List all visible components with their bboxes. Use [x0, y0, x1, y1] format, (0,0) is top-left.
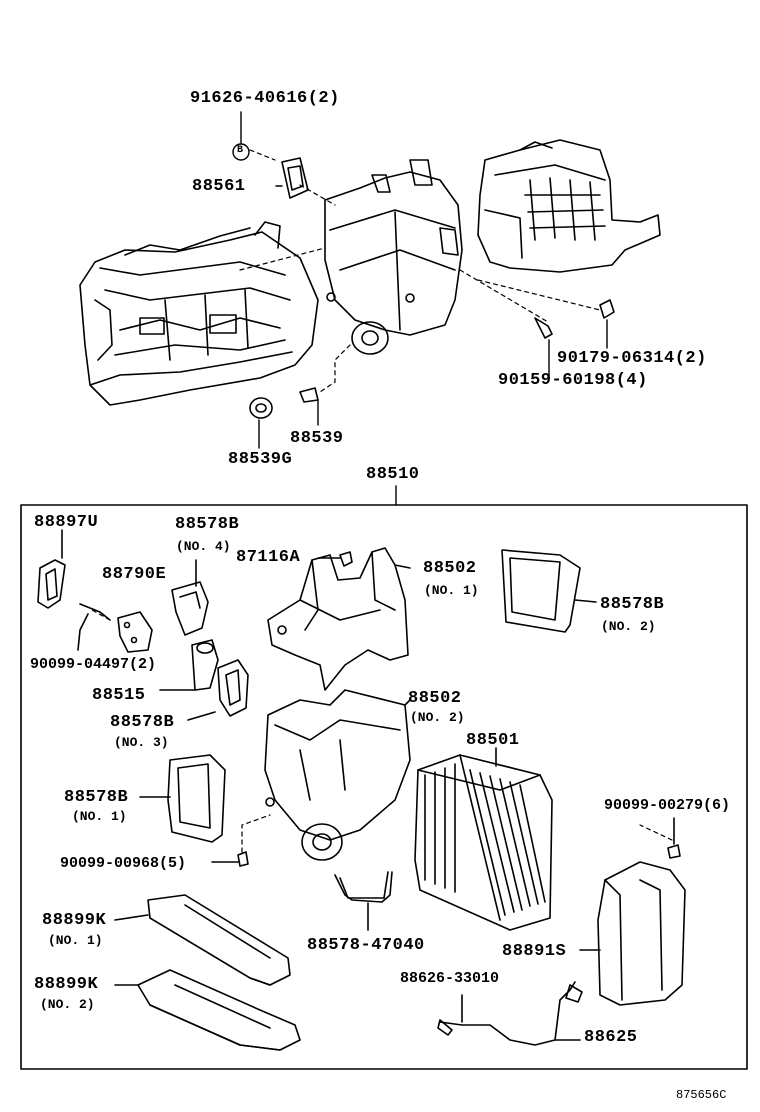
label-88510: 88510: [366, 465, 420, 484]
seal-88578b-no4: [171, 559, 209, 636]
harness-88625: [437, 981, 583, 1046]
assembly-box: [20, 504, 748, 1070]
case-88502-no1: [267, 547, 411, 691]
label-88891s: 88891S: [502, 942, 567, 961]
grommet-88539g: [249, 397, 273, 419]
label-no1-b: (NO. 1): [72, 809, 127, 824]
label-no4: (NO. 4): [176, 539, 231, 554]
label-88539g: 88539G: [228, 450, 293, 469]
label-88578-47040: 88578-47040: [307, 936, 425, 955]
top-leader-lines: [240, 111, 608, 506]
label-90099-04497: 90099-04497(2): [30, 656, 157, 673]
label-no2-a: (NO. 2): [601, 619, 656, 634]
label-no1-c: (NO. 1): [48, 933, 103, 948]
sensor-88515: [159, 639, 219, 691]
seal-88578b-no1: [139, 754, 226, 843]
clip-88578-47040: [334, 871, 393, 931]
label-no3: (NO. 3): [114, 735, 169, 750]
label-90179-06314: 90179-06314(2): [557, 349, 707, 368]
tray-88899k-no1: [114, 894, 291, 986]
label-no2-b: (NO. 2): [410, 710, 465, 725]
seal-88578b-no2: [501, 549, 597, 633]
amplifier-88891s: [579, 861, 686, 1006]
label-88790e: 88790E: [102, 565, 167, 584]
label-90099-00968: 90099-00968(5): [60, 855, 187, 872]
screw-87116a: [317, 551, 353, 567]
label-no1-a: (NO. 1): [424, 583, 479, 598]
blower-unit-illustration: [324, 159, 463, 355]
label-88502-no1: 88502: [423, 559, 477, 578]
label-88578b-no2: 88578B: [600, 595, 665, 614]
top-alignment-lines: [239, 149, 601, 393]
illustration-code: 875656C: [676, 1088, 727, 1102]
label-91626-40616: 91626-40616(2): [190, 89, 340, 108]
seal-88897u: [37, 529, 66, 609]
label-88626-33010: 88626-33010: [400, 970, 500, 987]
evaporator-88501: [414, 747, 553, 931]
label-88899k-no2: 88899K: [34, 975, 99, 994]
screw-90159: [534, 317, 553, 339]
grommet-88561: [281, 157, 309, 199]
label-88501: 88501: [466, 731, 520, 750]
label-88578b-no1: 88578B: [64, 788, 129, 807]
heater-case-illustration: [79, 221, 319, 406]
callout-b: B: [237, 145, 244, 156]
label-87116a: 87116A: [236, 548, 301, 567]
label-88561: 88561: [192, 177, 246, 196]
clip-88539: [299, 387, 319, 403]
bracket-88790e: [77, 603, 153, 653]
screw-90099-00968: [211, 851, 249, 867]
label-88539: 88539: [290, 429, 344, 448]
label-88578b-no4: 88578B: [175, 515, 240, 534]
screw-90099-00279: [667, 817, 681, 859]
callout-b-circle: [232, 143, 250, 161]
label-88625: 88625: [584, 1028, 638, 1047]
label-88515: 88515: [92, 686, 146, 705]
label-88502-no2: 88502: [408, 689, 462, 708]
nut-90179: [599, 299, 615, 319]
label-90099-00279: 90099-00279(6): [604, 797, 731, 814]
label-88899k-no1: 88899K: [42, 911, 107, 930]
label-90159-60198: 90159-60198(4): [498, 371, 648, 390]
seal-88578b-no3: [187, 659, 249, 721]
tray-88899k-no2: [114, 969, 301, 1051]
evaporator-case-illustration: [477, 139, 661, 273]
box-alignment-lines: [91, 609, 673, 853]
label-no2-c: (NO. 2): [40, 997, 95, 1012]
label-88897u: 88897U: [34, 513, 99, 532]
label-88578b-no3: 88578B: [110, 713, 175, 732]
case-88502-no2: [264, 689, 411, 861]
